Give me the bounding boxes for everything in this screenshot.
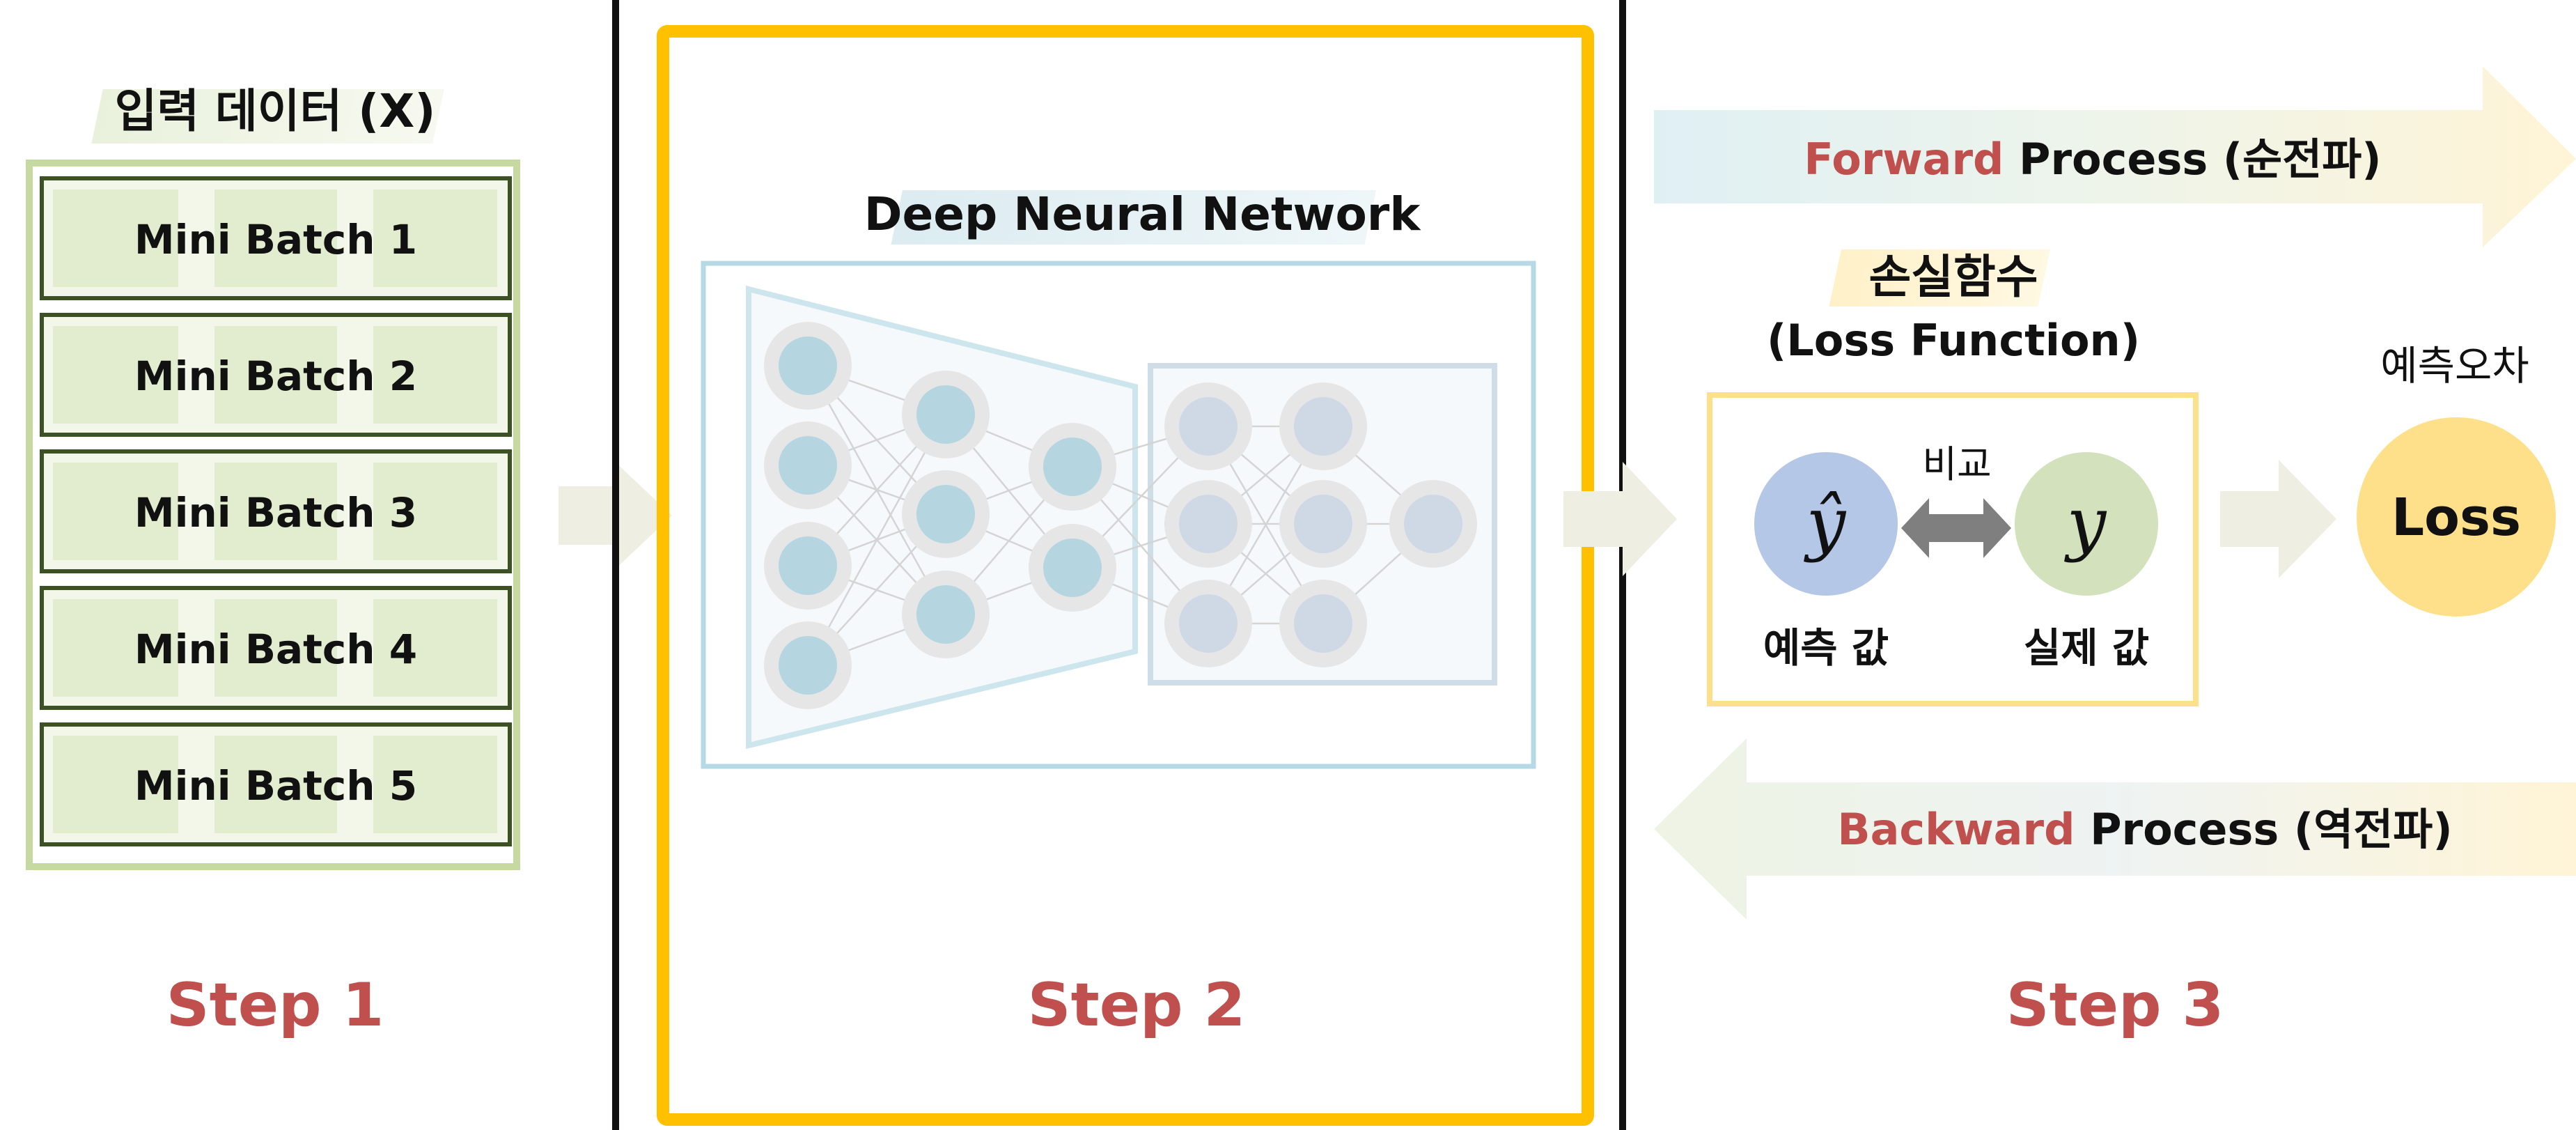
- network-node: [764, 522, 852, 610]
- step2-title: Deep Neural Network: [864, 187, 1422, 241]
- mini-batch-segment: [214, 326, 337, 424]
- node-core: [1294, 397, 1352, 456]
- forward-highlight: Forward: [1804, 134, 2004, 185]
- prediction-error-label: 예측오차: [2380, 342, 2529, 389]
- network-node: [1164, 480, 1252, 568]
- network-node: [1389, 480, 1477, 568]
- mini-batch-label: Mini Batch 2: [134, 353, 417, 400]
- step3-label: Step 3: [2006, 970, 2224, 1040]
- node-core: [779, 536, 837, 595]
- loss-label: Loss: [2391, 488, 2521, 548]
- prediction-symbol: ŷ: [1804, 482, 1847, 564]
- network-node: [764, 621, 852, 709]
- mini-batch-segment: [373, 463, 497, 560]
- backward-process-arrow: [1654, 738, 2576, 920]
- mini-batch-segment: [214, 599, 337, 697]
- mini-batch-segment: [53, 736, 178, 833]
- forward-rest: Process (순전파): [2004, 134, 2381, 185]
- node-core: [779, 336, 837, 395]
- backward-process-label: Backward Process (역전파): [1837, 804, 2452, 855]
- network-edge: [806, 414, 947, 666]
- node-core: [1179, 397, 1238, 456]
- mini-batch-segment: [373, 189, 497, 287]
- step2-frame: [657, 25, 1594, 1126]
- node-core: [779, 436, 837, 495]
- loss-function-subtitle: (Loss Function): [1767, 315, 2140, 366]
- mini-batch-segment: [53, 326, 178, 424]
- mini-batch-segment: [373, 736, 497, 833]
- network-node: [1279, 580, 1367, 667]
- node-core: [916, 385, 975, 444]
- network-node: [764, 421, 852, 509]
- node-core: [916, 485, 975, 543]
- actual-value-label: 실제 값: [2024, 624, 2149, 672]
- mini-batch-segment: [214, 189, 337, 287]
- forward-process-arrow: [1654, 66, 2576, 247]
- flow-arrow-step2-to-step3: [1563, 462, 1677, 576]
- network-node: [902, 571, 990, 658]
- loss-circle: [2357, 417, 2556, 617]
- mini-batch-segment: [214, 463, 337, 560]
- step1-title: 입력 데이터 (X): [115, 84, 436, 138]
- step2-panel: Deep Neural Network Step 2: [657, 25, 1594, 1126]
- network-node: [1029, 423, 1116, 511]
- step2-label: Step 2: [1028, 970, 1246, 1040]
- network-node: [1279, 480, 1367, 568]
- node-core: [1043, 438, 1102, 496]
- mini-batch-segment: [373, 326, 497, 424]
- prediction-circle: [1754, 452, 1898, 596]
- compare-label: 비교: [1922, 442, 1991, 486]
- node-core: [779, 636, 837, 695]
- mini-batch-5: Mini Batch 5: [40, 722, 512, 846]
- mini-batch-label: Mini Batch 3: [134, 489, 417, 536]
- node-core: [1404, 495, 1462, 553]
- mini-batch-segment: [214, 736, 337, 833]
- mini-batch-1: Mini Batch 1: [40, 176, 512, 300]
- node-core: [1179, 594, 1238, 653]
- loss-function-title: 손실함수: [1869, 250, 2038, 304]
- backward-rest: Process (역전파): [2075, 804, 2452, 855]
- actual-symbol: y: [2064, 482, 2107, 564]
- step2-title-highlight: [891, 190, 1376, 245]
- mini-batch-segment: [53, 599, 178, 697]
- mini-batch-2: Mini Batch 2: [40, 313, 512, 437]
- network-node: [902, 371, 990, 458]
- predicted-value-label: 예측 값: [1763, 624, 1889, 672]
- network-node: [1279, 382, 1367, 470]
- network-node: [902, 470, 990, 558]
- actual-circle: [2015, 452, 2158, 596]
- mini-batch-list: Mini Batch 1 Mini Batch 2 Mini Batch 3 Mini…: [40, 176, 512, 846]
- node-core: [1179, 495, 1238, 553]
- loss-title-highlight: [1829, 249, 2050, 307]
- mini-batch-4: Mini Batch 4: [40, 586, 512, 710]
- mini-batch-segment: [373, 599, 497, 697]
- network-node: [764, 322, 852, 410]
- compare-double-arrow-icon: [1901, 498, 2011, 558]
- step1-label: Step 1: [166, 970, 384, 1040]
- mini-batch-segment: [53, 189, 178, 287]
- backward-highlight: Backward: [1837, 804, 2075, 855]
- network-node: [1029, 524, 1116, 612]
- mini-batch-3: Mini Batch 3: [40, 449, 512, 573]
- flow-arrow-to-loss: [2220, 460, 2336, 578]
- forward-process-label: Forward Process (순전파): [1804, 134, 2381, 185]
- node-core: [1294, 495, 1352, 553]
- node-core: [1043, 539, 1102, 597]
- mini-batch-label: Mini Batch 4: [134, 626, 417, 673]
- mini-batch-label: Mini Batch 5: [134, 762, 417, 810]
- step3-panel: Forward Process (순전파) 손실함수 (Loss Functio…: [1654, 66, 2576, 1040]
- mini-batch-label: Mini Batch 1: [134, 216, 417, 263]
- node-core: [916, 585, 975, 644]
- mini-batch-segment: [53, 463, 178, 560]
- step1-title-highlight: [91, 89, 444, 144]
- network-node: [1164, 580, 1252, 667]
- network-nodes: [764, 322, 1477, 709]
- network-node: [1164, 382, 1252, 470]
- node-core: [1294, 594, 1352, 653]
